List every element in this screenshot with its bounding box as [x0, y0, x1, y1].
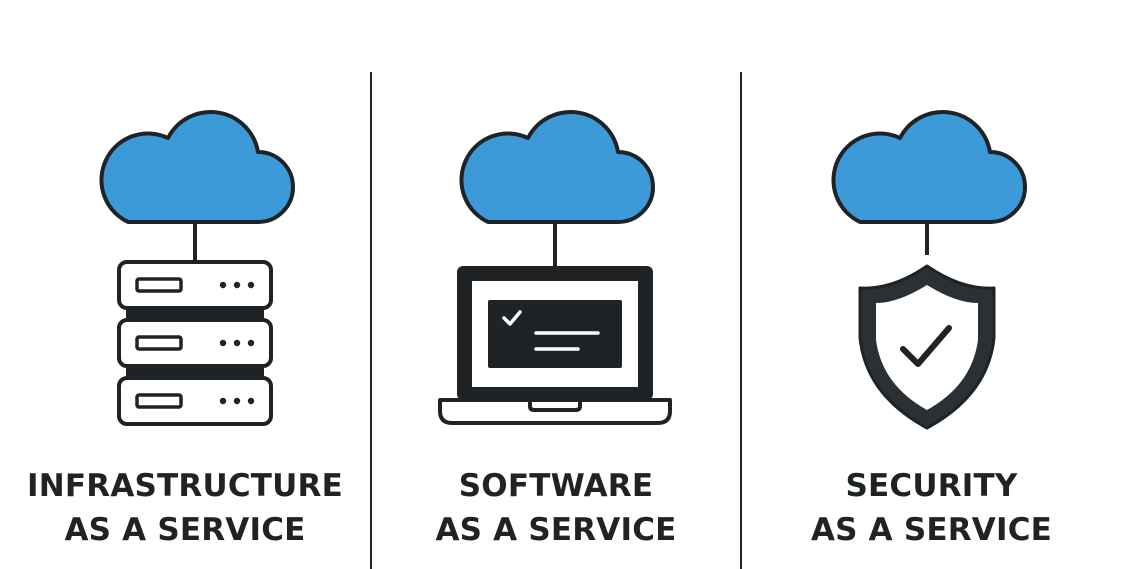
divider-left [370, 72, 372, 569]
panel-security: SECURITY AS A SERVICE [742, 0, 1121, 569]
label-line-1: SECURITY [845, 468, 1018, 504]
label-line-2: AS A SERVICE [435, 512, 677, 548]
label-line-1: INFRASTRUCTURE [27, 468, 343, 504]
cloud-icon [99, 110, 295, 224]
check-icon [900, 325, 952, 367]
divider-right [740, 72, 742, 569]
check-icon [502, 310, 522, 326]
software-illustration [438, 110, 672, 425]
laptop-icon [438, 266, 672, 425]
label-line-2: AS A SERVICE [810, 512, 1053, 548]
server-rack-icon [117, 260, 273, 426]
infrastructure-illustration [99, 110, 295, 426]
cloud-icon [459, 110, 655, 224]
panel-label: SECURITY AS A SERVICE [742, 464, 1121, 552]
panel-infrastructure: INFRASTRUCTURE AS A SERVICE [0, 0, 370, 569]
shield-icon [858, 264, 996, 430]
label-line-2: AS A SERVICE [64, 512, 306, 548]
label-line-1: SOFTWARE [458, 468, 654, 504]
panel-software: SOFTWARE AS A SERVICE [372, 0, 740, 569]
cloud-icon [831, 110, 1027, 224]
panel-label: SOFTWARE AS A SERVICE [372, 464, 740, 552]
security-illustration [831, 110, 1027, 430]
panel-label: INFRASTRUCTURE AS A SERVICE [0, 464, 370, 552]
